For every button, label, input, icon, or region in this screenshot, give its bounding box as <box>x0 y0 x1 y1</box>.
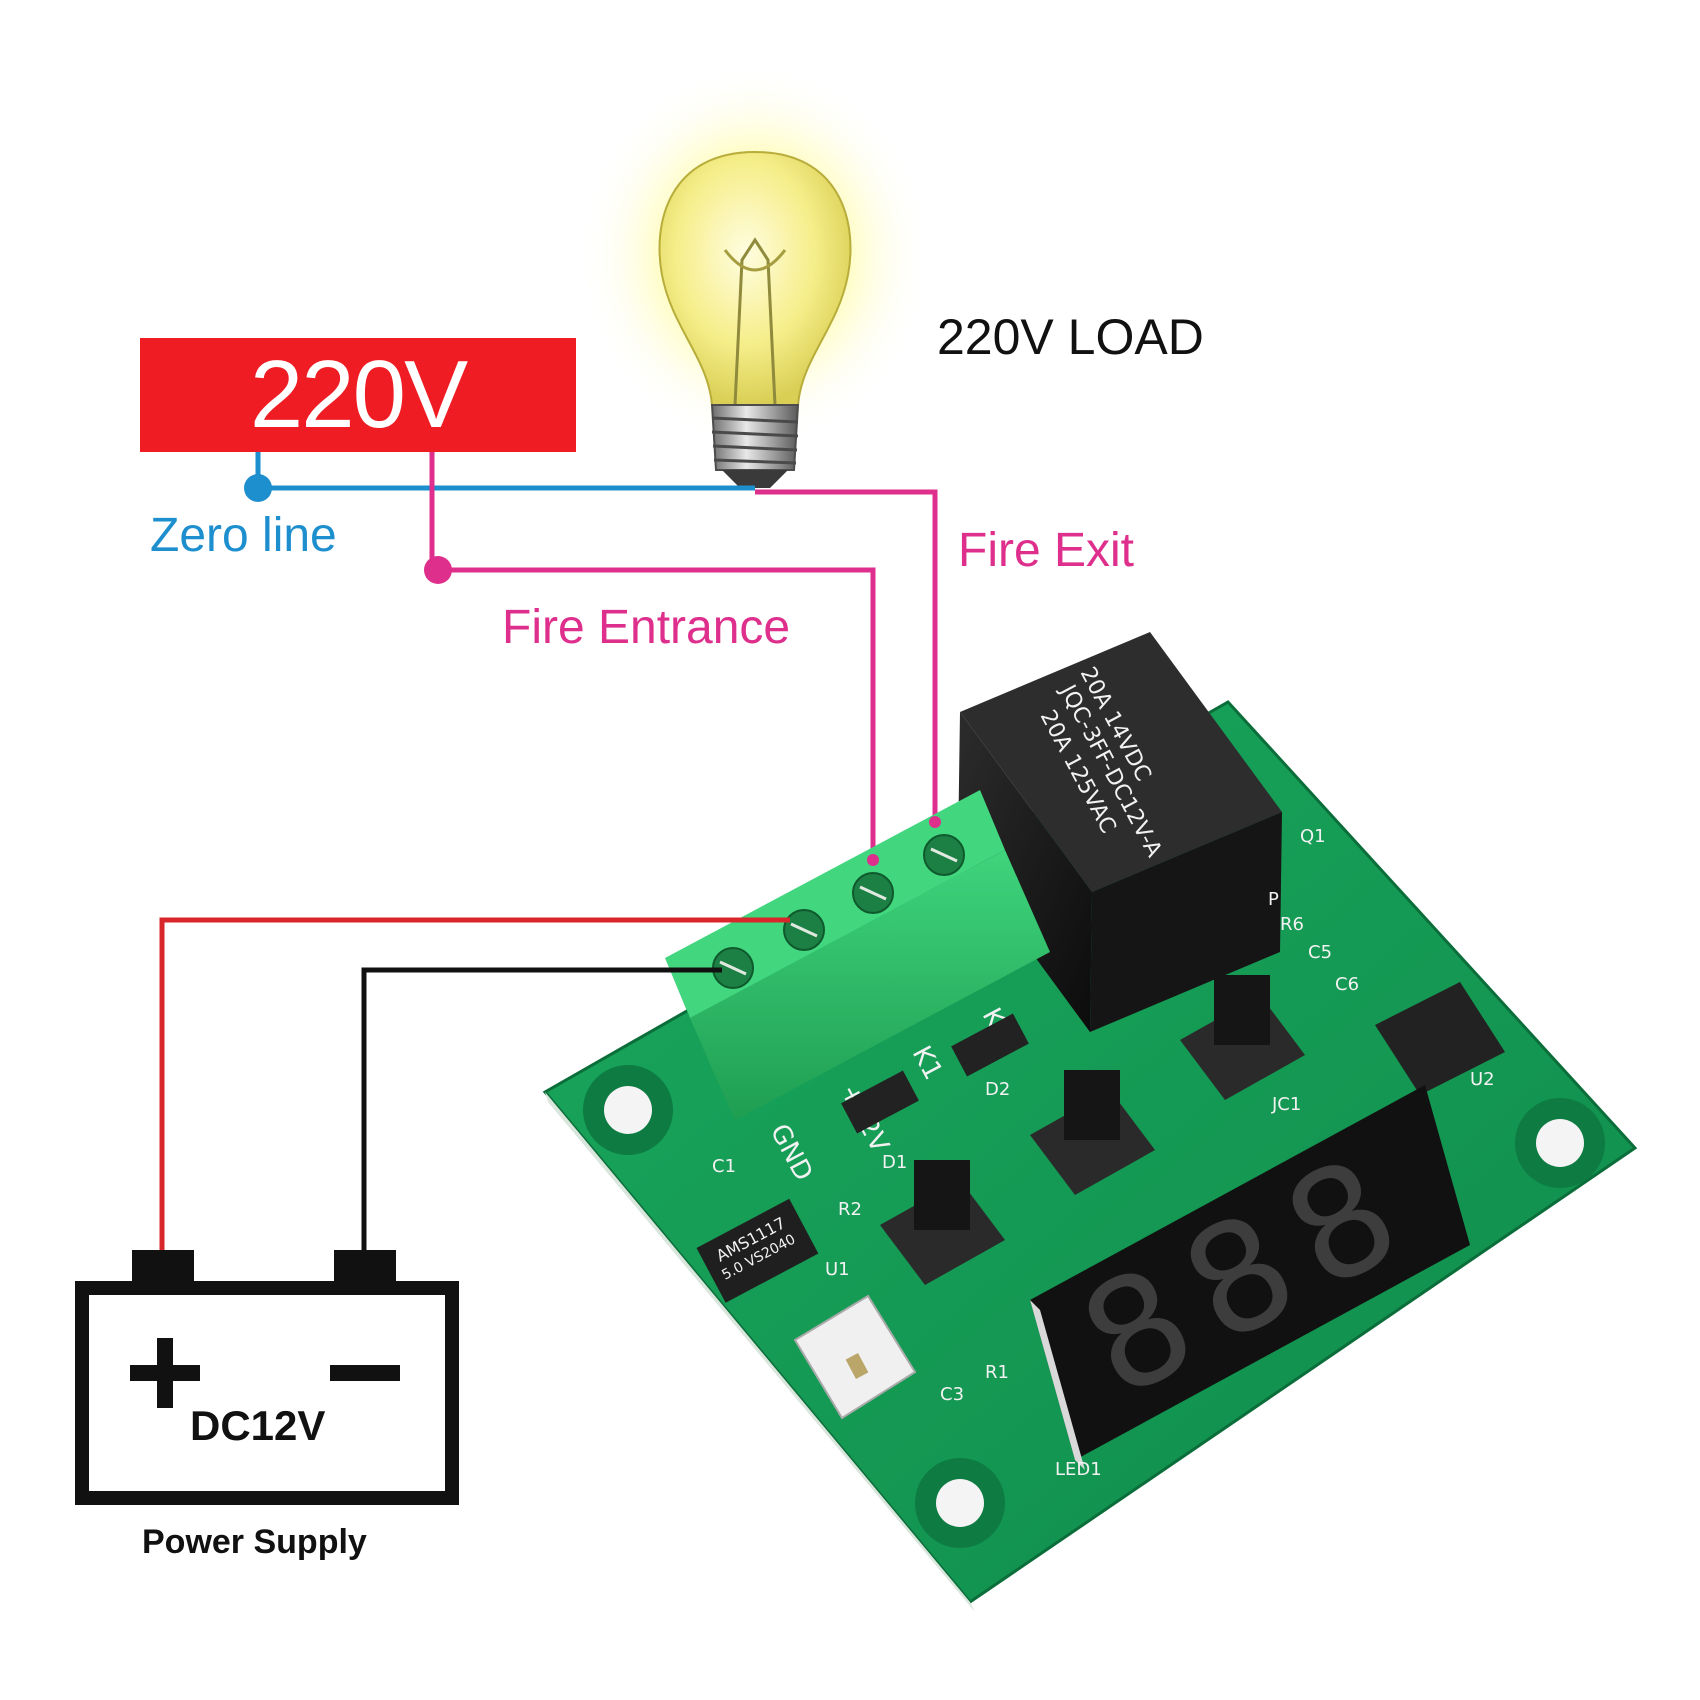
battery-icon <box>75 1250 459 1505</box>
load-label: 220V LOAD <box>937 309 1204 365</box>
silk-led1: LED1 <box>1055 1459 1102 1480</box>
mounting-holes <box>583 1065 1605 1548</box>
supply-box <box>140 338 576 452</box>
zero-line-label: Zero line <box>150 509 337 562</box>
positive-wire <box>159 917 790 1250</box>
silk-c1: C1 <box>712 1156 736 1177</box>
diodes <box>841 1013 1029 1134</box>
button-1 <box>880 1160 1005 1285</box>
fire-entrance-node <box>424 556 452 584</box>
zero-line-wire <box>255 452 755 491</box>
silk-p: P <box>1268 889 1279 910</box>
silk-r1: R1 <box>985 1362 1009 1383</box>
fire-exit-label: Fire Exit <box>958 524 1135 577</box>
microcontroller-chip <box>1375 982 1505 1095</box>
silk-c3: C3 <box>940 1384 964 1405</box>
voltage-regulator: AMS1117 5.0 VS2040 <box>696 1198 819 1303</box>
silk-jc1: JC1 <box>1271 1094 1301 1115</box>
silk-c5: C5 <box>1308 942 1332 963</box>
silk-q1: Q1 <box>1300 826 1326 847</box>
button-3 <box>1180 975 1305 1100</box>
silk-r6: R6 <box>1280 914 1304 935</box>
button-2 <box>1030 1070 1155 1195</box>
light-bulb-icon <box>580 65 930 488</box>
tactile-buttons <box>880 975 1305 1285</box>
silk-c6: C6 <box>1335 974 1359 995</box>
fire-entrance-wire <box>429 452 876 860</box>
relay: JQC-3FF-DC12V-A 20A 14VDC 20A 125VAC <box>958 632 1282 1032</box>
silk-r2: R2 <box>838 1199 862 1220</box>
zero-line-node <box>244 474 272 502</box>
negative-wire <box>361 967 722 1250</box>
minus-sign <box>330 1365 400 1381</box>
silkscreen-labels: C1 D1 D2 R2 U1 C3 R1 LED1 JC1 U2 C6 C5 R… <box>712 826 1495 1480</box>
fire-exit-wire <box>755 489 938 822</box>
thermostat-board: JQC-3FF-DC12V-A 20A 14VDC 20A 125VAC GND… <box>542 632 1638 1612</box>
sensor-connector <box>793 1294 917 1420</box>
silk-u1: U1 <box>825 1259 850 1280</box>
dc-wires <box>159 917 790 1250</box>
power-supply-label: Power Supply <box>142 1523 367 1561</box>
silk-d1: D1 <box>882 1152 907 1173</box>
plus-sign-vertical <box>157 1338 173 1408</box>
supply-voltage-label: 220V <box>249 341 468 448</box>
ac-wires <box>244 452 938 860</box>
fire-entrance-label: Fire Entrance <box>502 601 791 654</box>
terminal-wire-ends <box>867 816 941 866</box>
battery-voltage-label: DC12V <box>190 1402 326 1449</box>
silk-d2: D2 <box>985 1079 1010 1100</box>
silk-u2: U2 <box>1470 1069 1495 1090</box>
terminal-block <box>665 790 1050 1120</box>
